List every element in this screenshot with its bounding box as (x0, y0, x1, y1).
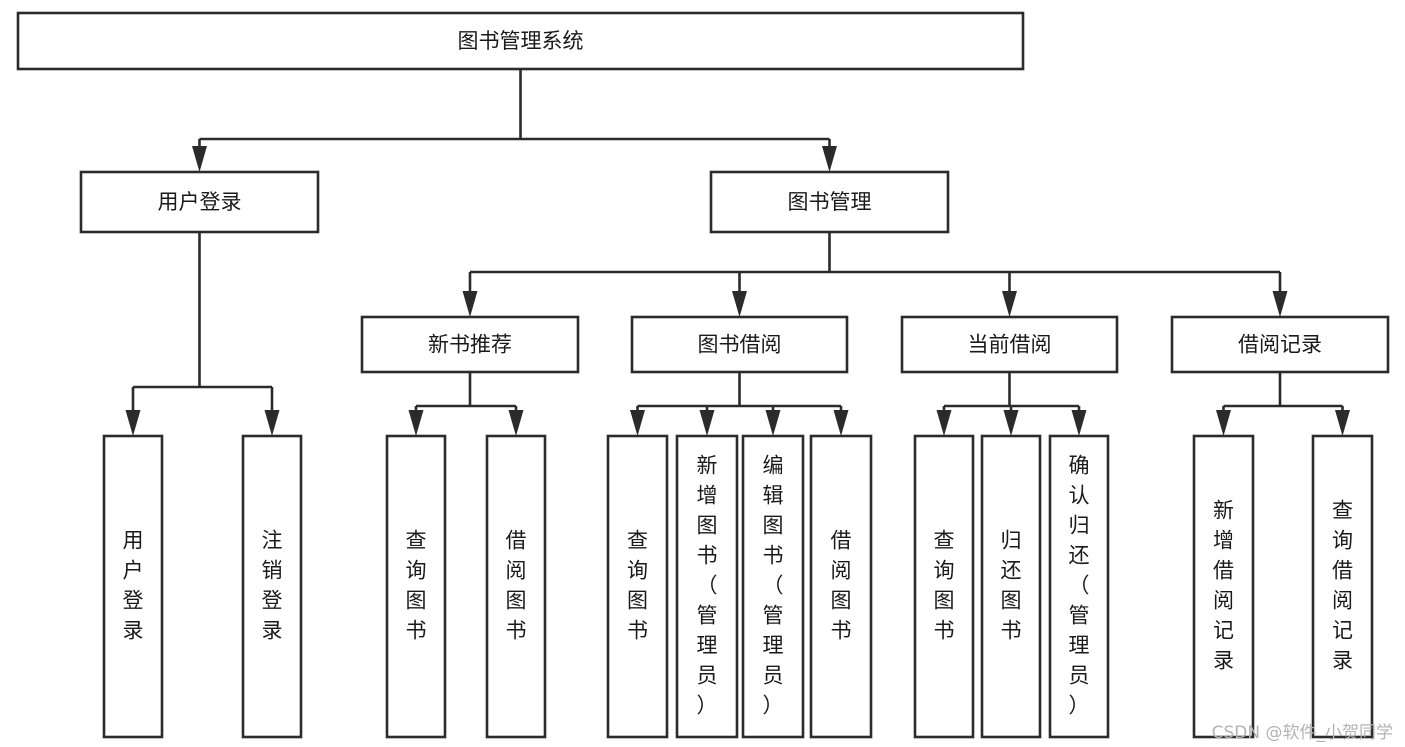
node-label: 用户登录 (123, 529, 144, 643)
node-box (900, 315, 1119, 374)
node-label: 查询借阅记录 (1332, 499, 1353, 673)
node-leaf-query-book-2[interactable]: 查询图书 (606, 434, 669, 739)
node-box (809, 434, 873, 739)
node-l3-borrow-record[interactable]: 借阅记录 (1170, 315, 1390, 374)
node-label: 编辑图书（管理员） (763, 454, 784, 718)
node-label: 借阅图书 (831, 529, 852, 643)
node-label: 归还图书 (1001, 529, 1022, 643)
node-box (360, 315, 580, 374)
node-box (1170, 315, 1390, 374)
node-box (630, 315, 849, 374)
node-leaf-return-book[interactable]: 归还图书 (980, 434, 1042, 739)
node-label: 借阅图书 (506, 529, 527, 643)
node-leaf-logout[interactable]: 注销登录 (241, 434, 303, 739)
node-leaf-query-book-3[interactable]: 查询图书 (913, 434, 975, 739)
edge-group-l2_user_login (125, 232, 280, 436)
edge-group-l3_book_borrow (630, 372, 849, 436)
node-l2-book-manage[interactable]: 图书管理 (709, 170, 950, 234)
edges-layer (125, 69, 1350, 436)
node-leaf-add-record[interactable]: 新增借阅记录 (1192, 434, 1255, 739)
node-box (1048, 434, 1110, 739)
node-label: 新书推荐 (428, 333, 512, 357)
node-box (16, 11, 1025, 71)
node-label: 确认归还（管理员） (1069, 454, 1090, 718)
edge-group-l2_book_manage (462, 232, 1288, 317)
node-box (913, 434, 975, 739)
node-label: 新增图书（管理员） (697, 454, 718, 718)
node-label: 注销登录 (262, 529, 283, 643)
node-l3-book-borrow[interactable]: 图书借阅 (630, 315, 849, 374)
node-box (385, 434, 447, 739)
node-box (675, 434, 739, 739)
node-leaf-add-book[interactable]: 新增图书（管理员） (675, 434, 739, 739)
edge-group-l3_borrow_record (1216, 372, 1350, 436)
node-label: 查询图书 (627, 529, 648, 643)
edge-group-l3_current_borrow (936, 372, 1087, 436)
node-label: 用户登录 (158, 190, 242, 214)
edge-group-l3_new_book_rec (408, 372, 524, 436)
node-box (241, 434, 303, 739)
edge-group-root (192, 69, 837, 172)
nodes-layer: 图书管理系统用户登录图书管理新书推荐图书借阅当前借阅借阅记录用户登录注销登录查询… (16, 11, 1390, 739)
node-label: 借阅记录 (1238, 333, 1322, 357)
node-box (485, 434, 547, 739)
node-leaf-query-record[interactable]: 查询借阅记录 (1311, 434, 1374, 739)
node-box (1311, 434, 1374, 739)
node-label: 新增借阅记录 (1213, 499, 1234, 673)
node-leaf-user-login[interactable]: 用户登录 (102, 434, 164, 739)
node-l3-new-book-rec[interactable]: 新书推荐 (360, 315, 580, 374)
node-label: 图书管理系统 (458, 29, 584, 53)
node-label: 查询图书 (934, 529, 955, 643)
node-box (1192, 434, 1255, 739)
node-label: 当前借阅 (968, 333, 1052, 357)
node-root[interactable]: 图书管理系统 (16, 11, 1025, 71)
node-leaf-edit-book[interactable]: 编辑图书（管理员） (741, 434, 805, 739)
node-label: 查询图书 (406, 529, 427, 643)
node-l2-user-login[interactable]: 用户登录 (79, 170, 320, 234)
node-leaf-query-book-1[interactable]: 查询图书 (385, 434, 447, 739)
node-leaf-borrow-book-1[interactable]: 借阅图书 (485, 434, 547, 739)
node-box (741, 434, 805, 739)
node-box (79, 170, 320, 234)
node-box (102, 434, 164, 739)
node-box (606, 434, 669, 739)
node-box (709, 170, 950, 234)
node-label: 图书管理 (788, 190, 872, 214)
node-leaf-borrow-book-2[interactable]: 借阅图书 (809, 434, 873, 739)
node-l3-current-borrow[interactable]: 当前借阅 (900, 315, 1119, 374)
node-box (980, 434, 1042, 739)
node-label: 图书借阅 (698, 333, 782, 357)
node-leaf-confirm-return[interactable]: 确认归还（管理员） (1048, 434, 1110, 739)
